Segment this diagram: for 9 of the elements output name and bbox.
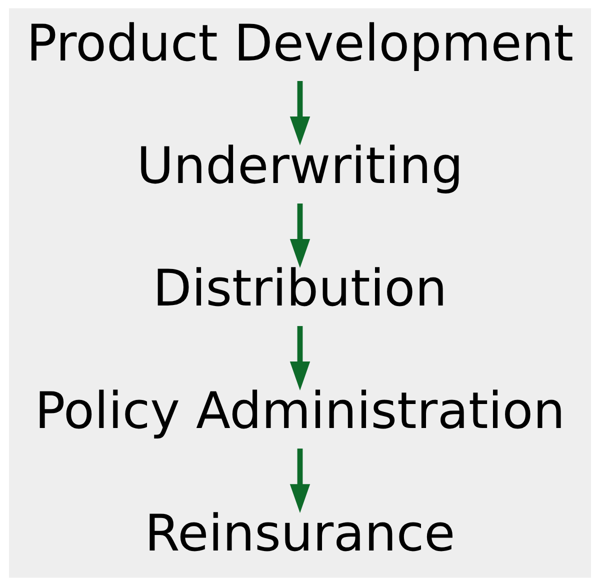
arrow (290, 204, 310, 268)
arrow (290, 326, 310, 390)
node-text: Product Development (26, 13, 574, 72)
node-text: Distribution (152, 258, 448, 318)
arrow (290, 81, 310, 146)
node-text: Underwriting (136, 136, 464, 195)
arrow (290, 448, 310, 513)
node-text: Policy Administration (34, 380, 566, 440)
node-text: Reinsurance (144, 503, 456, 562)
